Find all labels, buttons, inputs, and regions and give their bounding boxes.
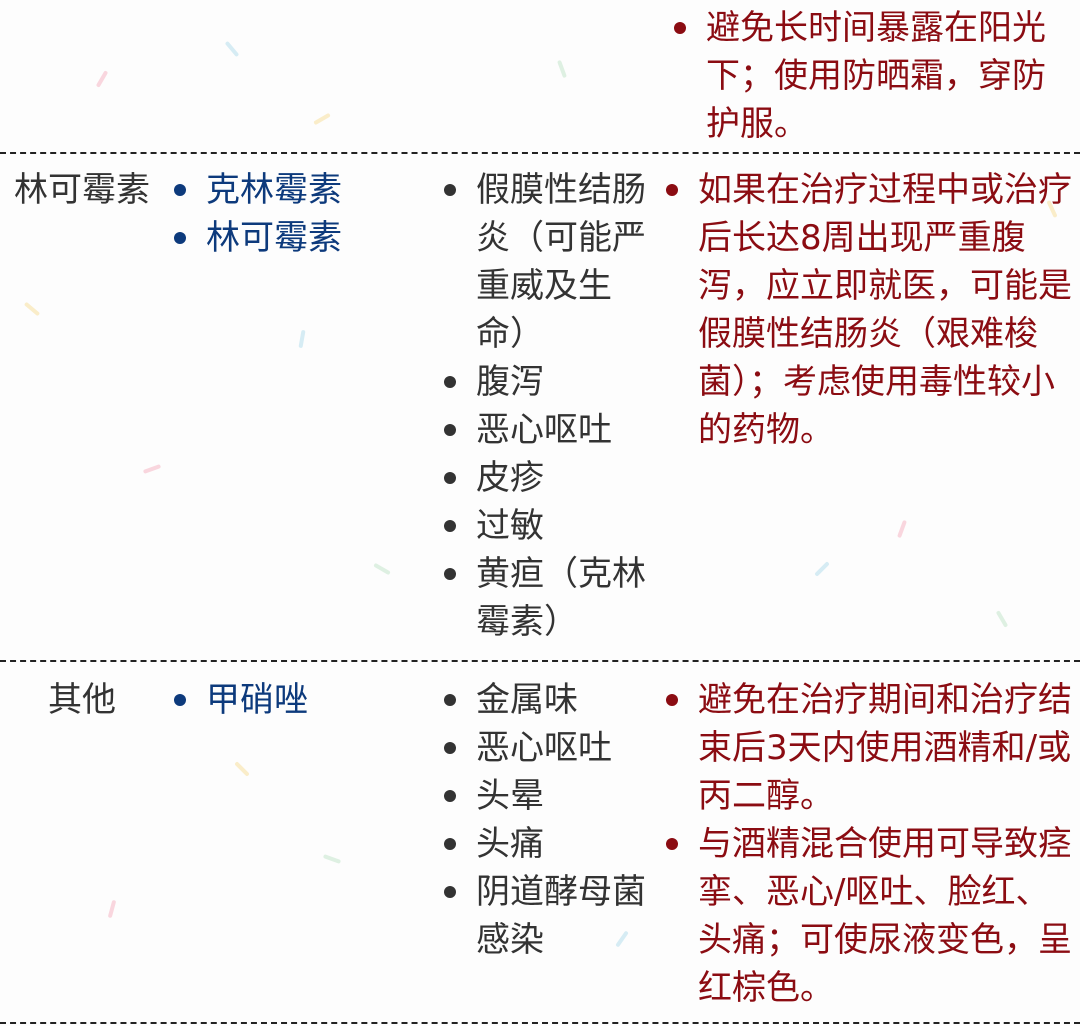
row-divider bbox=[0, 152, 1080, 154]
side-effects-cell: 假膜性结肠炎（可能严重威及生命） 腹泻 恶心呕吐 皮疹 过敏 黄疸（克林霉素） bbox=[440, 166, 655, 646]
note-item: 避免在治疗期间和治疗结束后3天内使用酒精和/或丙二醇。 bbox=[662, 676, 1074, 820]
side-effect-item: 假膜性结肠炎（可能严重威及生命） bbox=[440, 166, 655, 358]
side-effect-item: 头痛 bbox=[440, 820, 655, 868]
drug-names-cell: 克林霉素 林可霉素 bbox=[170, 166, 430, 262]
table-row: 林可霉素 克林霉素 林可霉素 假膜性结肠炎（可能严重威及生命） 腹泻 恶心呕吐 … bbox=[0, 154, 1080, 660]
side-effect-item: 黄疸（克林霉素） bbox=[440, 550, 655, 646]
side-effect-item: 阴道酵母菌感染 bbox=[440, 868, 655, 964]
drug-class-cell: 其他 bbox=[48, 680, 116, 720]
side-effect-item: 头晕 bbox=[440, 772, 655, 820]
side-effects-cell: 金属味 恶心呕吐 头晕 头痛 阴道酵母菌感染 bbox=[440, 676, 655, 964]
drug-names-cell: 甲硝唑 bbox=[170, 676, 430, 724]
table-row: 避免长时间暴露在阳光下；使用防晒霜，穿防护服。 bbox=[0, 0, 1080, 152]
side-effect-item: 皮疹 bbox=[440, 454, 655, 502]
drug-name-item: 林可霉素 bbox=[170, 214, 430, 262]
table-row: 其他 甲硝唑 金属味 恶心呕吐 头晕 头痛 阴道酵母菌感染 避免在治疗期间和治疗… bbox=[0, 662, 1080, 1022]
row-divider bbox=[0, 1022, 1080, 1024]
note-item: 避免长时间暴露在阳光下；使用防晒霜，穿防护服。 bbox=[670, 4, 1075, 148]
note-item: 如果在治疗过程中或治疗后长达8周出现严重腹泻，应立即就医，可能是假膜性结肠炎（艰… bbox=[662, 166, 1074, 454]
notes-cell: 避免在治疗期间和治疗结束后3天内使用酒精和/或丙二醇。 与酒精混合使用可导致痉挛… bbox=[662, 676, 1074, 1012]
notes-cell: 避免长时间暴露在阳光下；使用防晒霜，穿防护服。 bbox=[670, 4, 1075, 148]
note-item: 与酒精混合使用可导致痉挛、恶心/呕吐、脸红、头痛；可使尿液变色，呈红棕色。 bbox=[662, 820, 1074, 1012]
side-effect-item: 腹泻 bbox=[440, 358, 655, 406]
side-effect-item: 恶心呕吐 bbox=[440, 724, 655, 772]
side-effect-item: 金属味 bbox=[440, 676, 655, 724]
drug-name-item: 甲硝唑 bbox=[170, 676, 430, 724]
row-divider bbox=[0, 660, 1080, 662]
drug-class-cell: 林可霉素 bbox=[14, 170, 150, 210]
notes-cell: 如果在治疗过程中或治疗后长达8周出现严重腹泻，应立即就医，可能是假膜性结肠炎（艰… bbox=[662, 166, 1074, 454]
side-effect-item: 恶心呕吐 bbox=[440, 406, 655, 454]
side-effect-item: 过敏 bbox=[440, 502, 655, 550]
drug-name-item: 克林霉素 bbox=[170, 166, 430, 214]
